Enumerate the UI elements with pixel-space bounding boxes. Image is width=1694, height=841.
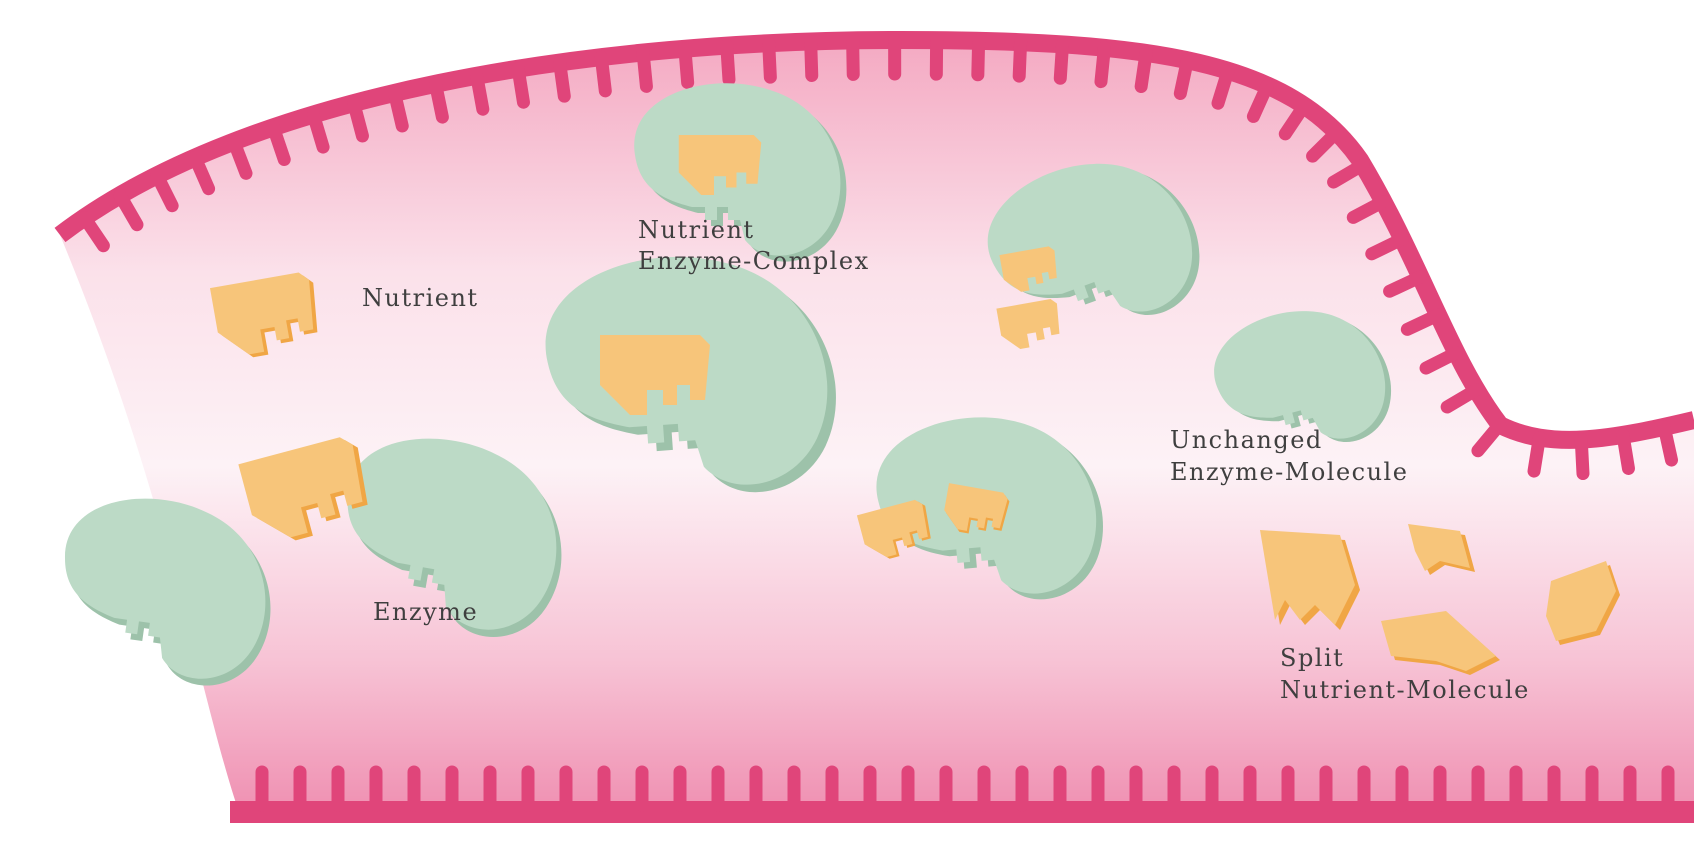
villus: [518, 69, 523, 103]
label-enzyme: Enzyme: [373, 597, 478, 627]
label-unchanged-enzyme-molecule-line1: Unchanged: [1170, 425, 1323, 455]
villus: [853, 40, 854, 74]
villus: [1664, 427, 1671, 460]
villus: [1141, 53, 1146, 87]
villus: [811, 41, 812, 75]
villus: [643, 53, 646, 87]
villus: [978, 41, 979, 75]
villus: [1101, 48, 1104, 82]
label-unchanged-enzyme-molecule-line2: Enzyme-Molecule: [1170, 457, 1408, 487]
label-nutrient-enzyme-complex-line2: Enzyme-Complex: [638, 246, 870, 276]
villus: [1019, 42, 1020, 76]
villus: [1534, 438, 1539, 472]
villus: [769, 43, 771, 77]
villus: [601, 57, 605, 91]
label-nutrient: Nutrient: [362, 283, 479, 313]
villus: [354, 103, 363, 136]
villus: [685, 49, 688, 83]
split-nutrient-1: [1260, 530, 1360, 630]
villus: [1180, 60, 1187, 93]
label-nutrient-enzyme-complex-line1: Nutrient: [638, 215, 755, 245]
label-split-nutrient-molecule-line1: Split: [1280, 643, 1344, 673]
villus: [727, 46, 729, 80]
villus: [1581, 440, 1583, 474]
villus: [1623, 435, 1628, 469]
villus: [477, 76, 483, 109]
villus: [560, 62, 565, 96]
villus: [394, 93, 402, 126]
villus: [435, 84, 442, 117]
label-split-nutrient-molecule-line2: Nutrient-Molecule: [1280, 675, 1530, 705]
villus: [1060, 44, 1062, 78]
